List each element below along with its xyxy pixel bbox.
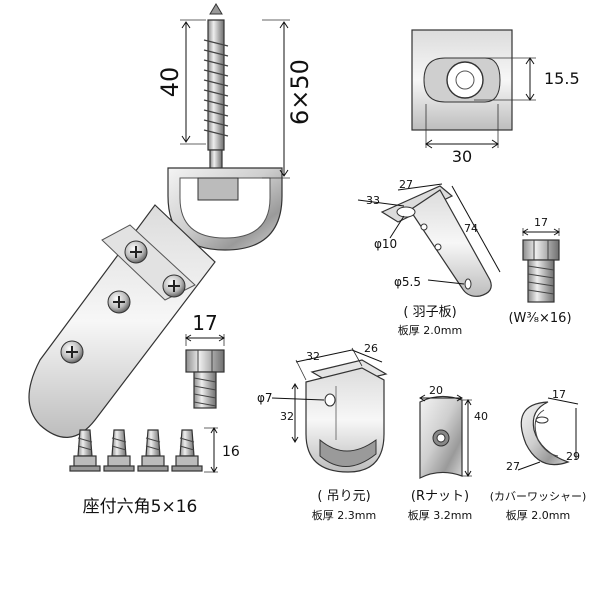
cover-washer-thickness: 板厚 2.0mm xyxy=(506,508,570,522)
dim-washer-top: 17 xyxy=(552,388,566,401)
cover-washer-name: (カバーワッシャー) xyxy=(490,490,587,503)
screw-4 xyxy=(171,429,203,472)
r-nut xyxy=(419,395,463,479)
hanger-thickness: 板厚 2.3mm xyxy=(312,508,376,522)
dim-washer-bottom: 27 xyxy=(506,460,520,473)
bolt-right xyxy=(522,239,560,303)
dim-wing-b: 27 xyxy=(399,178,413,191)
hex-nut xyxy=(197,177,239,201)
dim-hanger-width: 32 xyxy=(306,350,320,363)
dim-screw-spec: 6×50 xyxy=(286,59,314,125)
dim-plate-width: 30 xyxy=(452,147,472,166)
hanger-name: ( 吊り元) xyxy=(317,489,370,504)
r-nut-thickness: 板厚 3.2mm xyxy=(408,508,472,522)
screw-3 xyxy=(137,429,169,472)
wood-screw xyxy=(203,3,229,173)
dim-screw-length: 40 xyxy=(156,67,184,98)
screw-1 xyxy=(69,429,101,472)
dim-plate-height: 15.5 xyxy=(544,69,580,88)
dim-wing-hole-small: φ5.5 xyxy=(394,275,421,289)
wing-plate-thickness: 板厚 2.0mm xyxy=(398,323,462,337)
r-nut-name: (Rナット) xyxy=(411,489,469,504)
wing-plate xyxy=(380,185,492,297)
cover-washer xyxy=(520,401,570,466)
hanger-base xyxy=(305,359,388,473)
dim-rnut-width: 20 xyxy=(429,384,443,397)
screw-2 xyxy=(103,429,135,472)
bolt-left xyxy=(185,349,225,409)
dim-bolt-left-head: 17 xyxy=(192,311,217,335)
dim-hanger-height: 32 xyxy=(280,410,294,423)
main-assembly xyxy=(28,3,283,438)
dim-wing-length: 74 xyxy=(464,222,478,235)
dim-rnut-height: 40 xyxy=(474,410,488,423)
screws-name: 座付六角5×16 xyxy=(83,497,198,517)
dim-hanger-hole: φ7 xyxy=(257,391,273,405)
bolt-right-name: (W³⁄₈×16) xyxy=(508,311,571,326)
dim-hanger-depth: 26 xyxy=(364,342,378,355)
square-plate xyxy=(411,29,513,131)
dim-wing-a: 33 xyxy=(366,194,380,207)
strap-screws xyxy=(60,240,186,364)
self-drilling-screws xyxy=(69,429,203,472)
dim-bolt-right-head: 17 xyxy=(534,216,548,229)
wing-plate-name: ( 羽子板) xyxy=(403,305,456,320)
dim-washer-side: 29 xyxy=(566,450,580,463)
dim-wing-hole-large: φ10 xyxy=(374,237,397,251)
dim-screw-length-16: 16 xyxy=(222,444,240,460)
